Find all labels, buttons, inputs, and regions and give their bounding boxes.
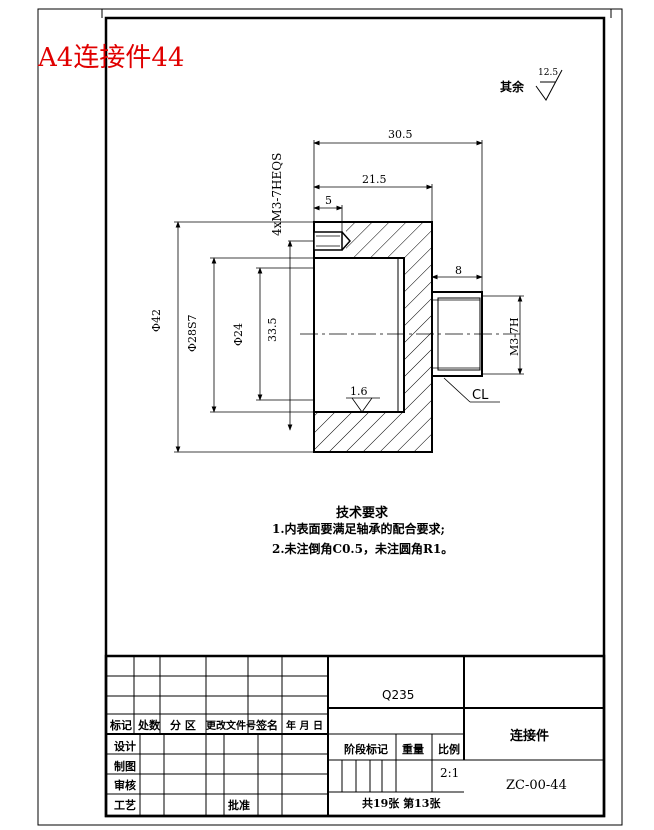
rev-header-count: 处数: [138, 719, 160, 732]
body-hatch: [314, 222, 432, 452]
scale-label: 比例: [438, 743, 460, 756]
rev-header-mark: 标记: [110, 719, 132, 732]
roughness-symbol: [535, 69, 563, 101]
dim-pitch-circle: 33.5: [266, 317, 279, 343]
dim-bore-fit: Φ28S7: [186, 314, 199, 352]
bore: [313, 257, 405, 413]
corner-title: A4连接件44: [38, 43, 185, 73]
roughness-value: 12.5: [538, 68, 559, 78]
rev-header-doc: 更改文件号: [206, 721, 256, 732]
dim-body-length: 21.5: [362, 173, 387, 186]
center-mark-label: CL: [472, 388, 489, 403]
roughness-label: 其余: [500, 80, 525, 94]
part-section: [300, 221, 520, 453]
role-draft: 制图: [114, 760, 136, 773]
outer-frame: [37, 8, 623, 826]
dim-roughness-inner: 1.6: [350, 385, 368, 398]
material: Q235: [382, 688, 415, 702]
dim-thread-depth: 5: [325, 194, 332, 207]
weight-label: 重量: [402, 743, 424, 756]
part-name: 连接件: [510, 729, 550, 744]
dimension-lines: [174, 140, 524, 453]
rev-header-zone: 分 区: [170, 719, 196, 732]
dim-outer-dia: Φ42: [150, 308, 163, 332]
dim-end-thread: M3-7H: [508, 317, 521, 356]
dim-boss-length: 8: [455, 264, 462, 277]
tech-req-item-1: 1.内表面要满足轴承的配合要求;: [272, 522, 445, 536]
rev-header-date: 年 月 日: [286, 721, 323, 732]
scale-value: 2:1: [440, 766, 460, 780]
sheet-count: 共19张 第13张: [362, 797, 441, 810]
role-review: 审核: [114, 779, 136, 792]
stage-label: 阶段标记: [344, 743, 388, 756]
approve-label: 批准: [228, 799, 250, 812]
tech-req-title: 技术要求: [336, 506, 389, 521]
dim-side-thread: 4xM3-7HEQS: [270, 152, 284, 236]
tech-req-item-2: 2.未注倒角C0.5，未注圆角R1。: [272, 542, 454, 556]
role-process: 工艺: [114, 799, 136, 812]
title-block-lines: [104, 654, 606, 818]
rev-header-sign: 签名: [256, 719, 278, 732]
drawing-number: ZC-00-44: [506, 778, 567, 793]
role-design: 设计: [114, 740, 136, 753]
dim-inner-dia: Φ24: [232, 322, 245, 346]
dim-total-length: 30.5: [388, 128, 413, 141]
